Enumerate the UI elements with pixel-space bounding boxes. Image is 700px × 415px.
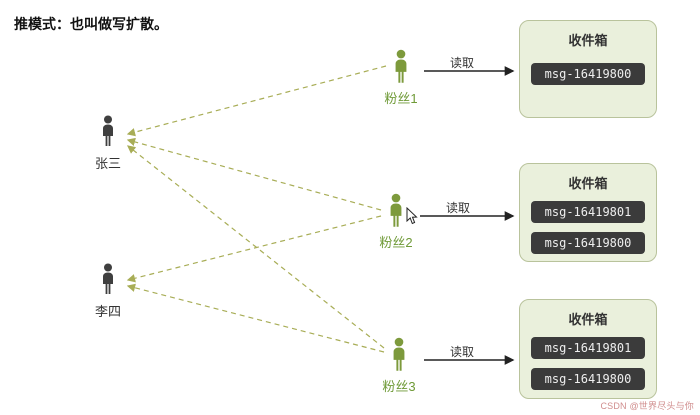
person-icon xyxy=(393,337,405,371)
person-icon xyxy=(395,49,407,83)
fan-icon-2 xyxy=(383,192,409,229)
read-edges xyxy=(420,66,515,365)
fan-icon-1 xyxy=(388,48,414,85)
edge-fan3-lisi xyxy=(126,283,385,353)
person-icon xyxy=(390,193,402,227)
mouse-cursor-icon xyxy=(406,206,419,231)
read-label-3: 读取 xyxy=(450,345,475,359)
message-pill: msg-16419800 xyxy=(531,368,645,390)
follow-edges xyxy=(126,65,387,353)
watermark: CSDN @世界尽头与你 xyxy=(600,401,694,411)
edge-fan2-zhangsan xyxy=(126,137,382,211)
person-icon xyxy=(103,263,113,294)
inbox-box-3: 收件箱 msg-16419801 msg-16419800 xyxy=(519,299,657,399)
fan-label-1: 粉丝1 xyxy=(384,91,418,106)
page-title: 推模式：也叫做写扩散。 xyxy=(14,16,168,32)
message-pill: msg-16419800 xyxy=(531,63,645,85)
fan-label-3: 粉丝3 xyxy=(382,379,416,394)
message-pill: msg-16419800 xyxy=(531,232,645,254)
edge-fan3-zhangsan xyxy=(127,145,385,349)
user-icon-zhangsan xyxy=(96,114,120,148)
inbox-box-1: 收件箱 msg-16419800 xyxy=(519,20,657,118)
user-icon-lisi xyxy=(96,262,120,296)
user-label-lisi: 李四 xyxy=(94,304,121,319)
user-label-zhangsan: 张三 xyxy=(94,156,121,171)
inbox-title: 收件箱 xyxy=(568,176,608,191)
fan-label-2: 粉丝2 xyxy=(379,235,413,250)
inbox-box-2: 收件箱 msg-16419801 msg-16419800 xyxy=(519,163,657,262)
inbox-title: 收件箱 xyxy=(568,33,608,48)
inbox-title: 收件箱 xyxy=(568,312,608,327)
fan-icon-3 xyxy=(386,336,412,373)
read-label-2: 读取 xyxy=(446,201,471,215)
edge-fan2-lisi xyxy=(126,215,382,283)
read-label-1: 读取 xyxy=(450,56,475,70)
message-pill: msg-16419801 xyxy=(531,201,645,223)
edge-fan1-zhangsan xyxy=(126,65,387,137)
person-icon xyxy=(103,115,113,146)
message-pill: msg-16419801 xyxy=(531,337,645,359)
